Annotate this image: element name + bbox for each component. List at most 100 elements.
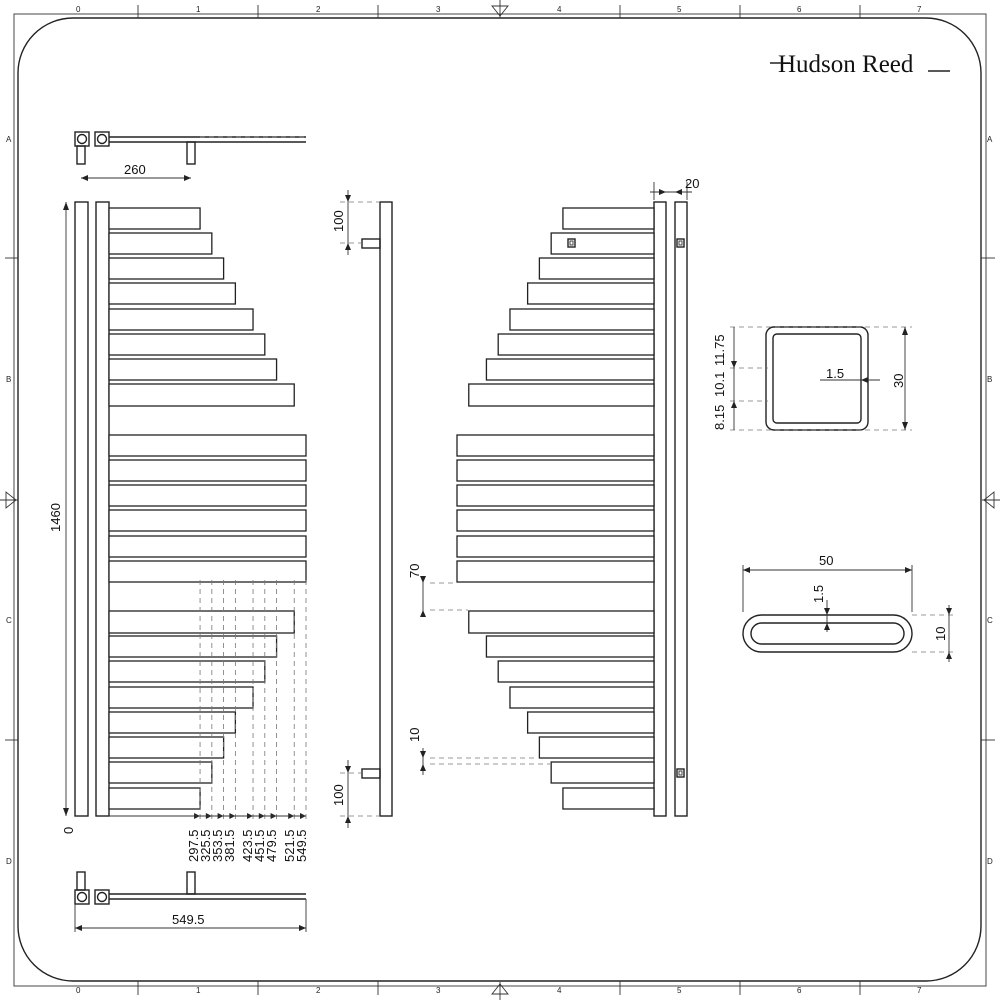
rear-bar — [497, 660, 655, 683]
front-bar — [108, 484, 307, 507]
rear-bar — [538, 257, 655, 280]
front-bar — [108, 308, 254, 331]
rear-bar — [509, 308, 655, 331]
square-tube-lower-dimension: 8.15 — [712, 405, 727, 430]
front-bar — [108, 535, 307, 558]
col-label: 1 — [196, 5, 201, 14]
bar-length-label: 325.5 — [198, 829, 213, 862]
rear-bar — [468, 610, 655, 634]
col-label: 2 — [316, 5, 321, 14]
front-bar — [108, 257, 225, 280]
col-label: 5 — [677, 986, 682, 995]
front-bar — [108, 383, 295, 407]
square-tube-upper-dimension: 11.75 — [712, 334, 727, 366]
row-label: B — [987, 375, 992, 384]
bar-length-label: 423.5 — [240, 829, 255, 862]
rear-bar — [526, 282, 655, 305]
front-bar — [108, 761, 213, 784]
square-tube-middle-dimension: 10.1 — [712, 372, 727, 397]
rear-bar — [497, 333, 655, 356]
front-bar — [108, 686, 254, 709]
front-bar — [108, 333, 266, 356]
front-bar — [108, 358, 278, 381]
rear-bar — [550, 232, 655, 255]
row-label: A — [6, 135, 12, 144]
rear-bar — [562, 787, 655, 810]
side-view — [340, 190, 550, 828]
col-label: 0 — [76, 5, 81, 14]
front-bar — [108, 635, 278, 658]
bar-length-label: 521.5 — [282, 829, 297, 862]
rear-bar — [550, 761, 655, 784]
front-bar — [108, 232, 213, 255]
brand-name: Hudson Reed — [778, 51, 914, 78]
flat-tube-width-dimension: 50 — [819, 553, 833, 568]
col-label: 1 — [196, 986, 201, 995]
side-bottom-offset-dimension: 100 — [331, 784, 346, 806]
bar-length-label: 451.5 — [252, 829, 267, 862]
rear-bar — [485, 635, 655, 658]
flat-tube-height-dimension: 10 — [933, 627, 948, 641]
rear-bar — [456, 560, 655, 583]
rail-width-dimension: 20 — [685, 176, 699, 191]
rear-bar — [456, 535, 655, 558]
front-bar — [108, 207, 201, 230]
bracket-spacing-dimension: 260 — [124, 162, 146, 177]
rear-bar — [456, 459, 655, 482]
front-bar — [108, 787, 201, 810]
brand-logo: Hudson Reed — [770, 51, 950, 78]
col-label: 7 — [917, 986, 922, 995]
rear-bar — [509, 686, 655, 709]
side-top-offset-dimension: 100 — [331, 210, 346, 232]
front-bar — [108, 560, 307, 583]
front-bar — [108, 459, 307, 482]
bar-gap-dimension: 10 — [407, 728, 422, 742]
rear-bar — [456, 484, 655, 507]
rear-bar — [526, 711, 655, 734]
front-bar — [108, 282, 237, 305]
square-tube-wall-dimension: 1.5 — [826, 366, 844, 381]
rear-bar — [468, 383, 655, 407]
bar-length-label: 479.5 — [264, 829, 279, 862]
front-bar — [108, 736, 225, 759]
front-bar — [108, 610, 295, 634]
bar-length-label: 381.5 — [222, 829, 237, 862]
row-label: B — [6, 375, 11, 384]
front-bar — [108, 434, 307, 457]
col-label: 2 — [316, 986, 321, 995]
group-gap-dimension: 70 — [407, 564, 422, 578]
square-tube-section — [730, 326, 912, 431]
row-label: C — [987, 616, 993, 625]
col-label: 5 — [677, 5, 682, 14]
top-view — [74, 131, 306, 181]
col-label: 3 — [436, 986, 441, 995]
flat-tube-wall-dimension: 1.5 — [811, 585, 826, 603]
col-label: 4 — [557, 5, 562, 14]
row-label: D — [6, 857, 12, 866]
front-bar — [108, 711, 237, 734]
square-tube-size-dimension: 30 — [891, 374, 906, 388]
bar-length-label: 549.5 — [294, 829, 309, 862]
bar-length-label: 353.5 — [210, 829, 225, 862]
row-label: C — [6, 616, 12, 625]
bottom-view — [74, 871, 307, 932]
bar-length-label: 297.5 — [186, 829, 201, 862]
col-label: 7 — [917, 5, 922, 14]
overall-width-dimension: 549.5 — [172, 912, 205, 927]
rear-bar — [456, 509, 655, 532]
rear-bar — [485, 358, 655, 381]
rear-bar — [562, 207, 655, 230]
front-bar — [108, 509, 307, 532]
col-label: 6 — [797, 986, 802, 995]
col-label: 3 — [436, 5, 441, 14]
col-label: 6 — [797, 5, 802, 14]
height-dimension: 1460 — [48, 503, 63, 532]
row-label: A — [987, 135, 993, 144]
col-label: 4 — [557, 986, 562, 995]
col-label: 0 — [76, 986, 81, 995]
front-bar — [108, 660, 266, 683]
rear-bar — [538, 736, 655, 759]
origin-label: 0 — [61, 827, 76, 834]
